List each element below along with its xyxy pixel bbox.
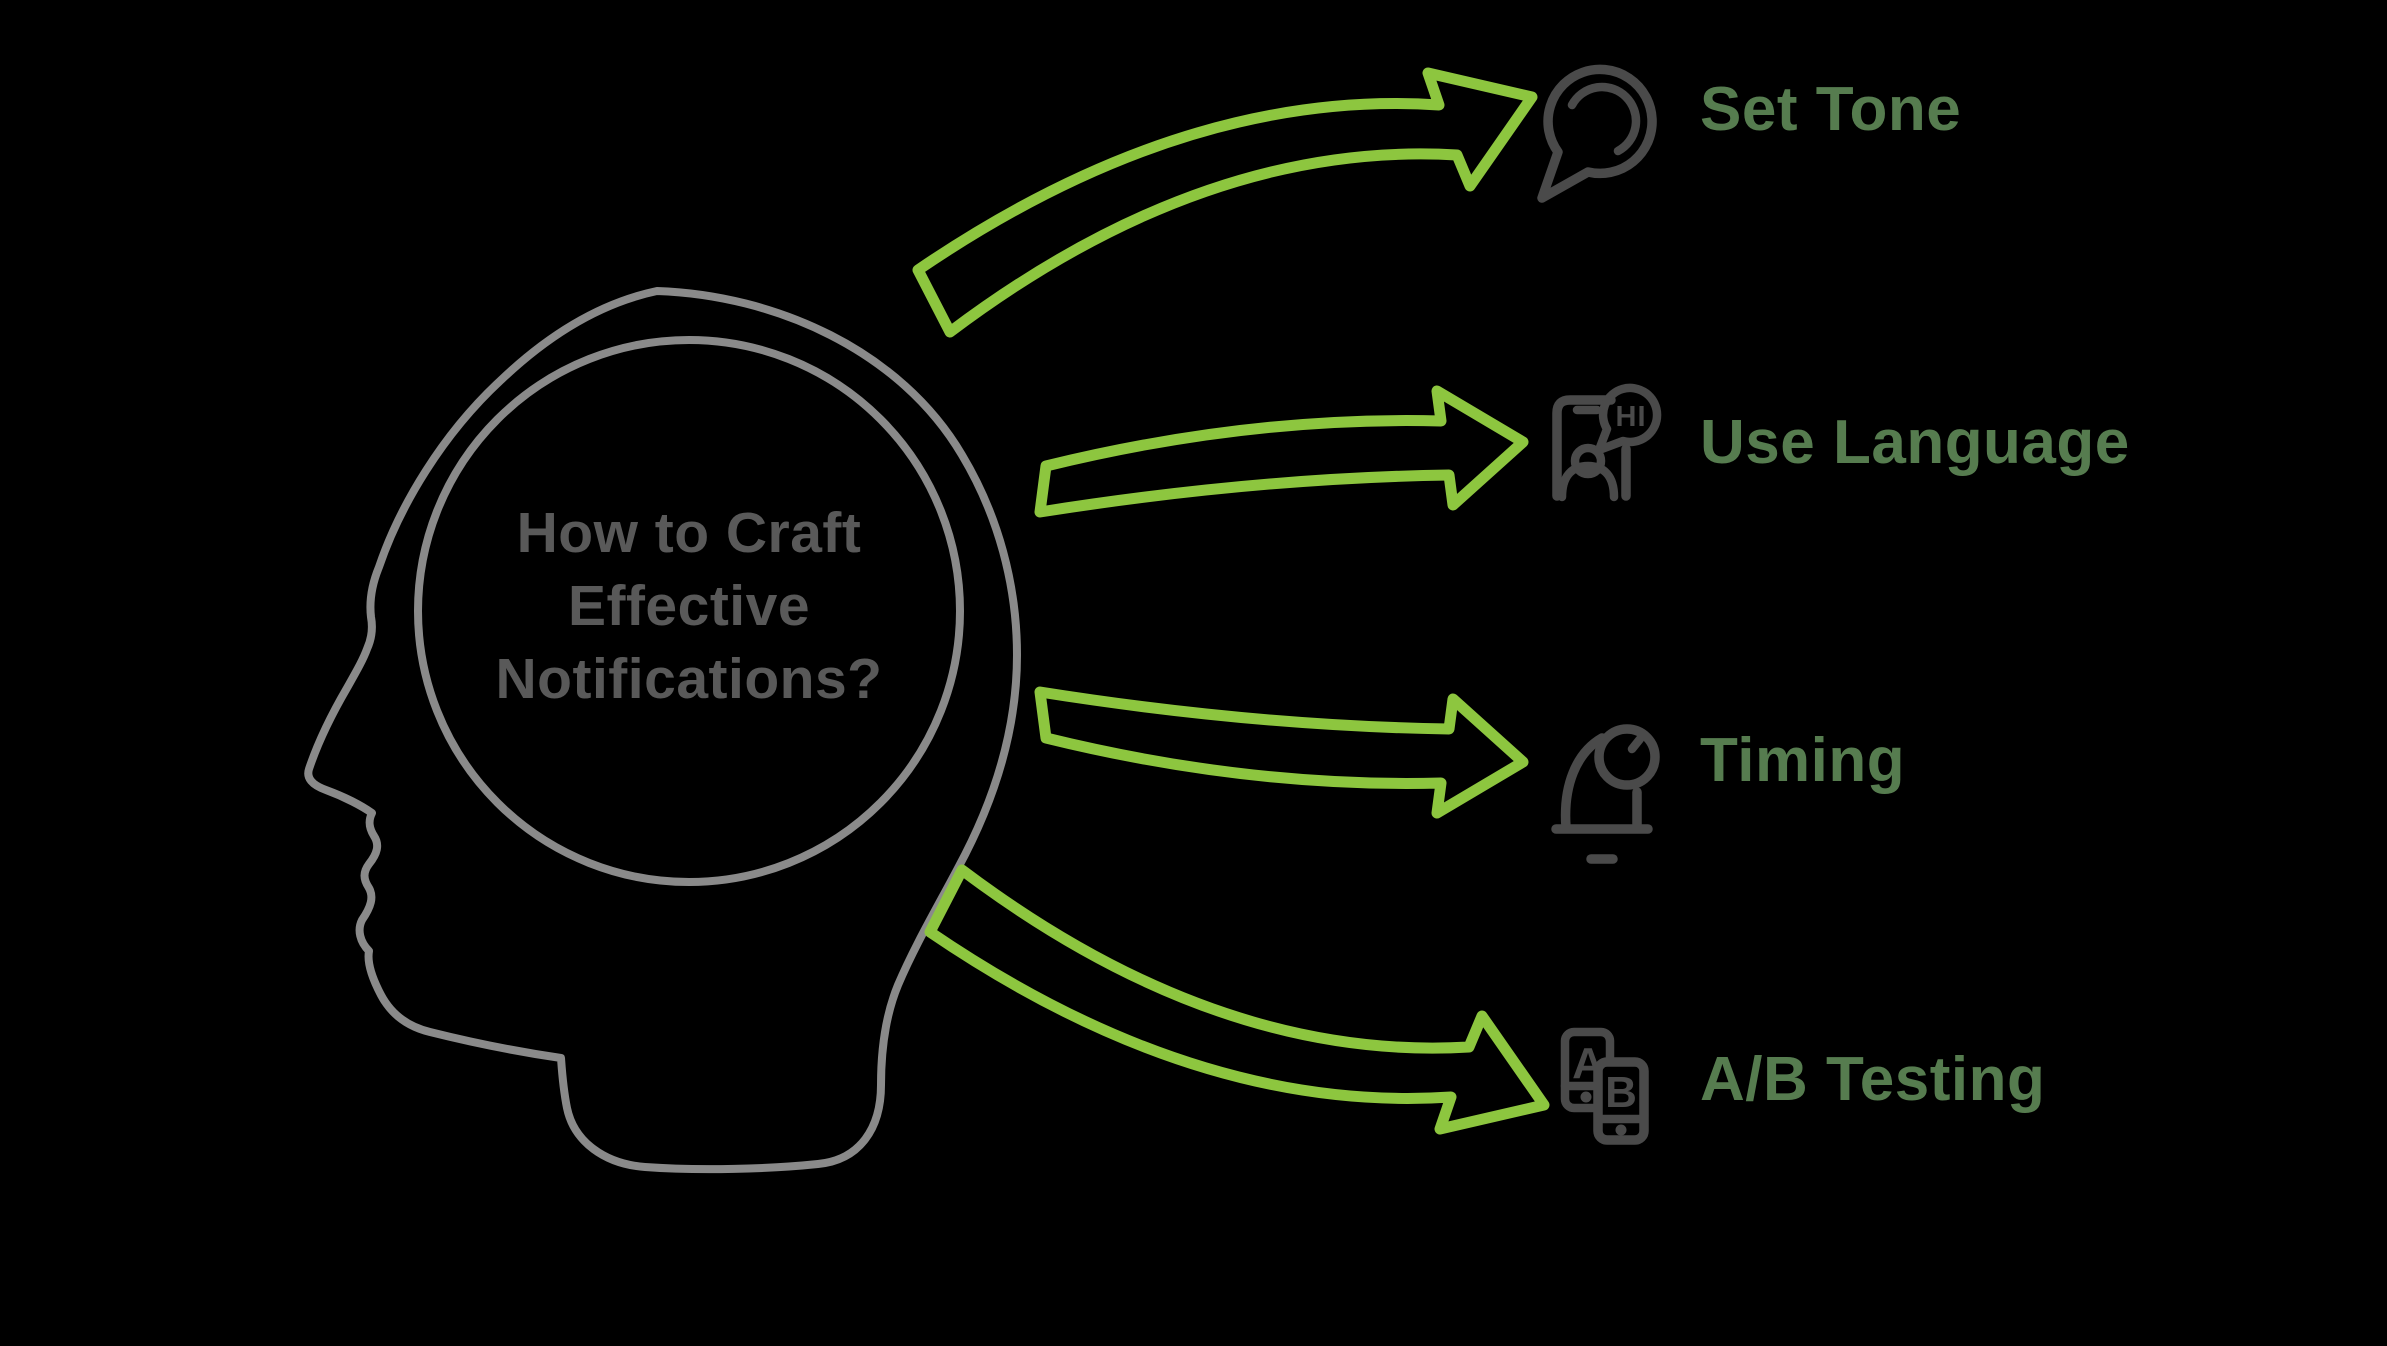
brain-circle [414,336,964,886]
arrow-to-use-language [1034,385,1529,518]
bell-dome-left [1560,733,1607,832]
bell-clock-icon [1551,724,1660,864]
label-ab-testing: A/B Testing [1700,1045,2046,1114]
hi-bubble [1594,383,1662,455]
hi-bubble-text: HI [1616,401,1647,433]
label-set-tone: Set Tone [1700,75,1962,144]
person-shoulders [1557,461,1619,502]
label-timing: Timing [1700,726,1906,795]
head-profile-outline [304,287,1021,1174]
speech-bubble-icon [1537,64,1657,203]
head-question-line-2: Effective [567,574,811,638]
phone-outline [1552,395,1616,501]
clock-face [1594,724,1660,790]
arrow-to-set-tone [912,67,1538,338]
clock-hand [1627,734,1645,754]
ab-phones-icon: A B [1560,1027,1649,1145]
phone-b-letter: B [1605,1068,1637,1117]
phone-a-button [1580,1091,1592,1103]
label-use-language: Use Language [1700,408,2130,477]
phone-b-button [1615,1124,1627,1136]
head-question-line-3: Notifications? [495,647,883,711]
phone-chat-icon: HI [1552,383,1662,502]
person-head [1570,443,1606,479]
arrow-to-ab-testing [924,864,1550,1135]
head-question-line-1: How to Craft [516,501,862,565]
head-question: How to Craft Effective Notifications? [389,497,989,716]
arrow-to-timing [1034,686,1529,819]
